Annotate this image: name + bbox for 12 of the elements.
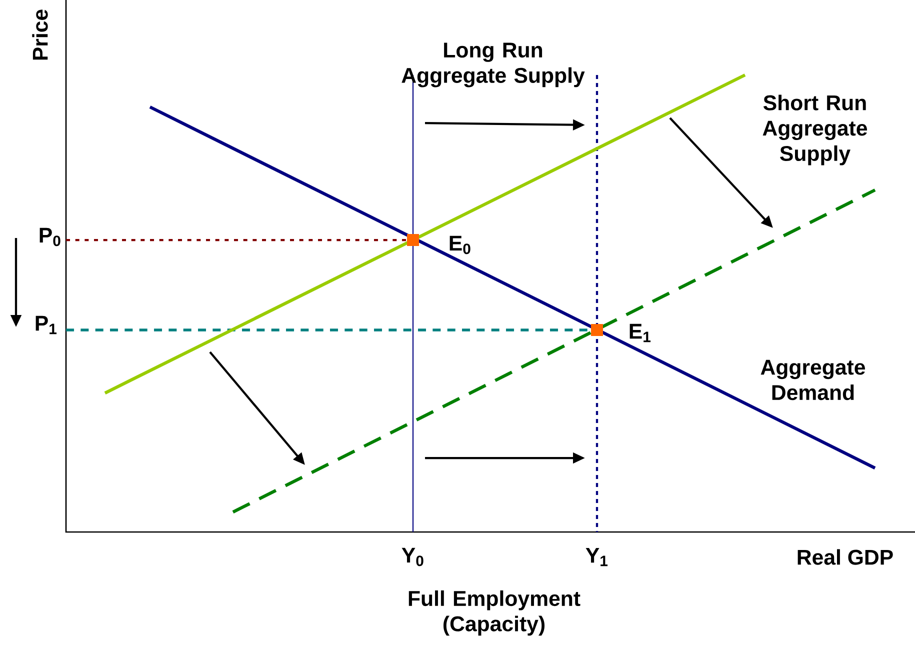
curve-label: Long Run Aggregate Supply [402, 42, 585, 88]
axis-title: Real GDP [798, 549, 893, 565]
output-level-label: Y$_{0}$ [402, 548, 424, 566]
price-level-label: P$_{1}$ [36, 316, 57, 334]
curve-label: Aggregate Demand [760, 360, 865, 400]
equilibrium-label: E$_{0}$ [450, 236, 470, 254]
price-level-label: P$_{0}$ [40, 228, 60, 246]
axis-title: Price [32, 10, 48, 60]
equilibrium-label: E$_{1}$ [630, 324, 651, 342]
curve-label: Short Run Aggregate Supply [762, 94, 867, 166]
output-level-label: Y$_{1}$ [586, 548, 608, 566]
axis-note: Full Employment (Capacity) [408, 590, 580, 636]
